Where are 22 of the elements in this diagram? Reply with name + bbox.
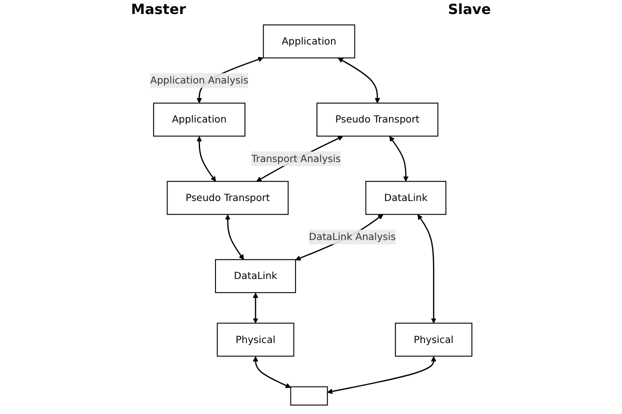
node-box bbox=[290, 386, 328, 406]
arrow bbox=[338, 58, 380, 104]
arrow bbox=[252, 356, 291, 388]
edge-label: DataLink Analysis bbox=[308, 230, 396, 243]
node-box: DataLink bbox=[365, 180, 446, 215]
arrow bbox=[224, 214, 244, 260]
arrow bbox=[389, 136, 408, 182]
arrow bbox=[196, 136, 216, 182]
column-heading: Slave bbox=[448, 2, 491, 18]
edge-label: Transport Analysis bbox=[251, 152, 341, 164]
arrow bbox=[417, 214, 436, 324]
node-box: DataLink bbox=[214, 259, 296, 294]
node-box: Physical bbox=[394, 322, 472, 357]
node-box: Application bbox=[262, 24, 356, 58]
node-box: Physical bbox=[216, 322, 294, 357]
arrow bbox=[252, 292, 258, 324]
node-box: Pseudo Transport bbox=[316, 102, 438, 137]
node-box: Pseudo Transport bbox=[166, 180, 289, 215]
arrow bbox=[327, 356, 436, 394]
node-box: Application bbox=[153, 102, 246, 137]
column-heading: Master bbox=[131, 2, 186, 18]
edge-label: Application Analysis bbox=[150, 74, 248, 86]
